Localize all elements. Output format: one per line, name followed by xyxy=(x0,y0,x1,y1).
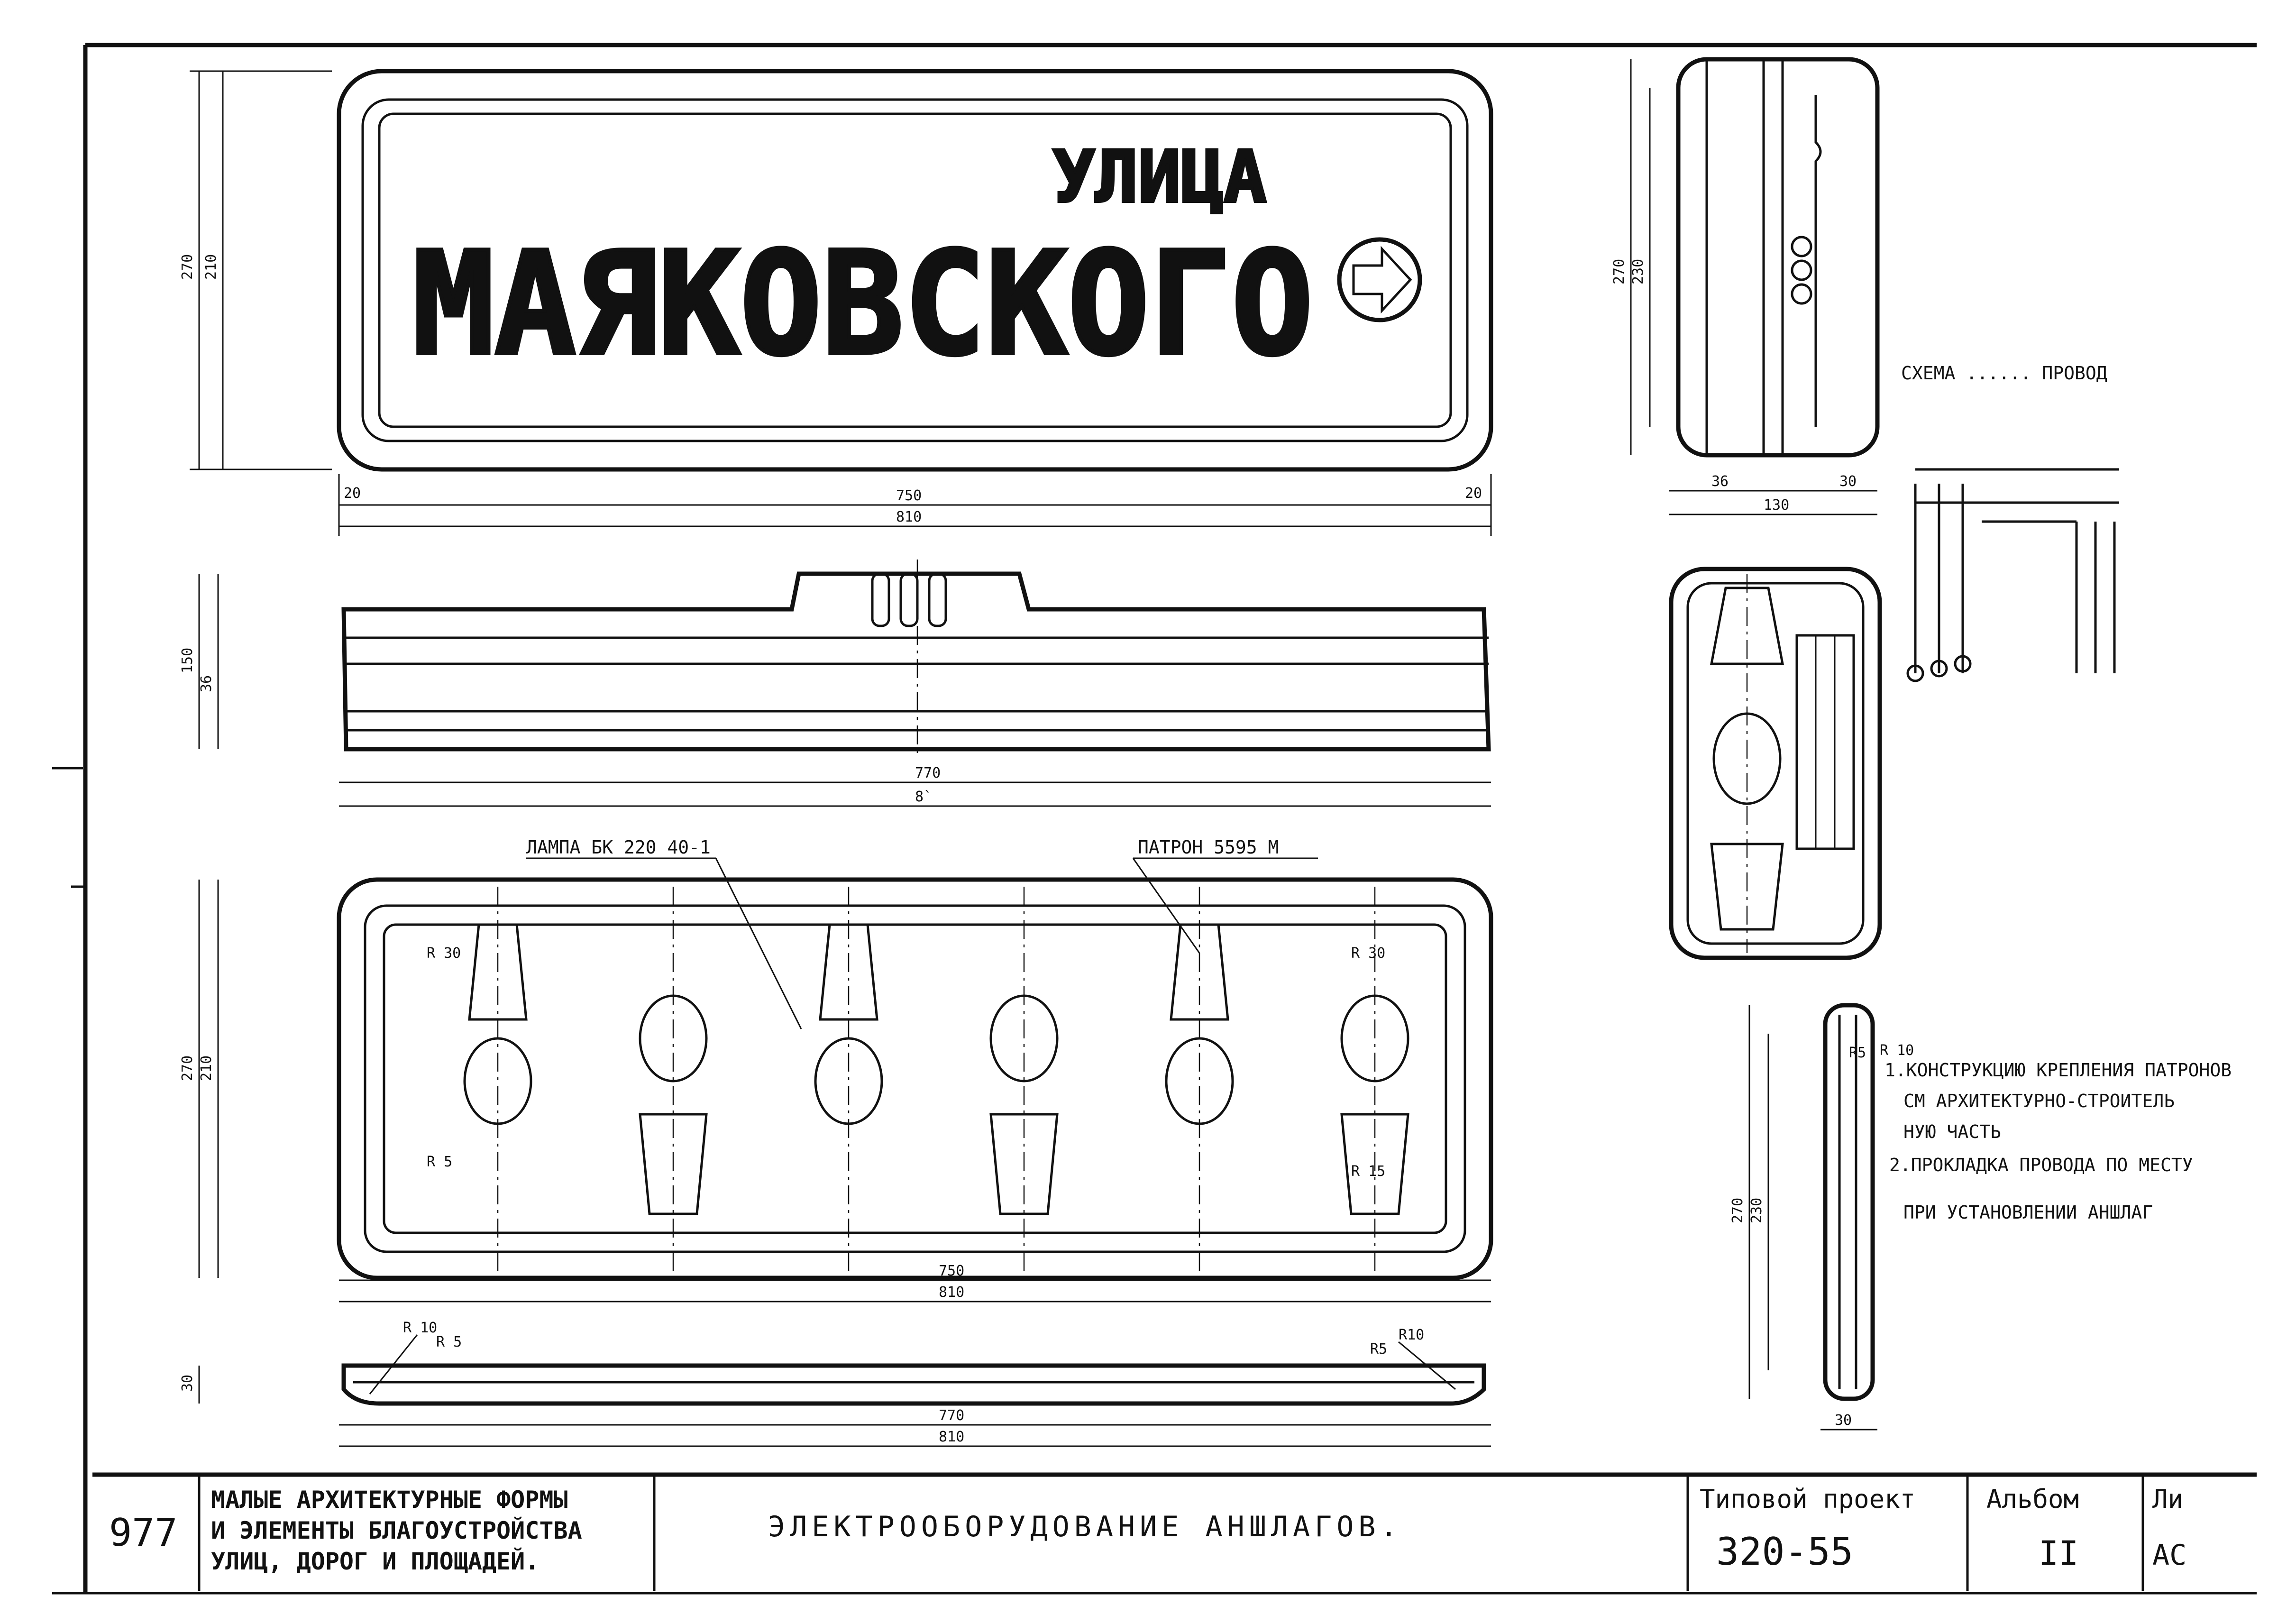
front-view-dimensions: 270 210 750 810 20 20 xyxy=(179,70,1492,536)
dim-rear-width-outer: 810 xyxy=(939,1284,964,1301)
note-1-line-3: НУЮ ЧАСТЬ xyxy=(1903,1121,2001,1142)
drawing-title: ЭЛЕКТРООБОРУДОВАНИЕ АНШЛАГОВ. xyxy=(768,1510,1402,1543)
dim-top-width-inner: 770 xyxy=(915,765,941,781)
dim-detail-height-inner: 230 xyxy=(1748,1198,1765,1223)
label-radius-5-left: R 5 xyxy=(436,1334,462,1350)
dim-bottom-height: 30 xyxy=(179,1375,196,1392)
dim-front-offset-left: 20 xyxy=(344,485,361,502)
dim-detail-width: 30 xyxy=(1835,1412,1852,1429)
rear-view-dimensions: 270 210 750 810 xyxy=(179,880,1491,1303)
wiring-scheme: СХЕМА ...... ПРОВОД xyxy=(1901,363,2119,682)
lamp-socket-icon xyxy=(639,887,708,1271)
lamp-socket-icon xyxy=(814,887,883,1271)
dim-bottom-width-inner: 770 xyxy=(939,1407,964,1424)
dim-rear-height-inner: 210 xyxy=(198,1055,215,1081)
label-radius-30-left: R 30 xyxy=(427,945,461,962)
label-radius-15: R 15 xyxy=(1351,1163,1385,1180)
dim-front-height-outer: 270 xyxy=(179,254,196,280)
dim-rear-width-inner: 750 xyxy=(939,1263,964,1279)
top-view: 150 36 770 8` xyxy=(179,560,1491,807)
project-number: 320-55 xyxy=(1716,1530,1853,1574)
album-label: Альбом xyxy=(1986,1484,2079,1514)
label-radius-30-right: R 30 xyxy=(1351,945,1385,962)
lamp-socket-icon xyxy=(1165,887,1234,1271)
project-label: Типовой проект xyxy=(1700,1484,1915,1514)
dim-side-height-outer: 270 xyxy=(1611,259,1628,284)
note-2-line-2: ПРИ УСТАНОВЛЕНИИ АНШЛАГ xyxy=(1903,1202,2153,1223)
side-view-dimensions: 270 230 36 30 130 xyxy=(1611,59,1877,515)
arrow-circle-icon xyxy=(1337,237,1422,322)
note-2-line-1: 2.ПРОКЛАДКА ПРОВОДА ПО МЕСТУ xyxy=(1889,1155,2193,1175)
title-block: 977 МАЛЫЕ АРХИТЕКТУРНЫЕ ФОРМЫ И ЭЛЕМЕНТЫ… xyxy=(92,1472,2257,1591)
dim-side-height-inner: 230 xyxy=(1630,259,1647,284)
dim-top-36: 36 xyxy=(198,675,215,692)
notes: 1.КОНСТРУКЦИЮ КРЕПЛЕНИЯ ПАТРОНОВ СМ АРХИ… xyxy=(1884,1060,2232,1223)
dim-rear-height-outer: 270 xyxy=(179,1055,196,1081)
label-radius-5: R 5 xyxy=(427,1154,452,1170)
bottom-view: R 10 R 5 R5 R10 30 770 810 xyxy=(179,1320,1491,1447)
lamp-socket-icon xyxy=(1340,887,1409,1271)
label-socket: ПАТРОН 5595 М xyxy=(1138,837,1279,858)
label-radius-10-right: R10 xyxy=(1399,1327,1424,1343)
series-title-line-1: МАЛЫЕ АРХИТЕКТУРНЫЕ ФОРМЫ xyxy=(211,1486,568,1514)
label-detail-radius-5: R5 xyxy=(1849,1045,1866,1061)
dim-top-height: 150 xyxy=(179,648,196,673)
note-1-line-2: СМ АРХИТЕКТУРНО-СТРОИТЕЛЬ xyxy=(1903,1091,2175,1111)
dim-front-height-inner: 210 xyxy=(203,254,220,280)
front-view-sign: УЛИЦА МАЯКОВСКОГО 270 210 750 810 20 20 xyxy=(179,69,1493,536)
bottom-view-dimensions: 30 770 810 xyxy=(179,1366,1491,1447)
wiring-scheme-title: СХЕМА ...... ПРОВОД xyxy=(1901,363,2107,384)
dim-side-30: 30 xyxy=(1839,473,1857,490)
lamp-socket-icon xyxy=(463,887,532,1271)
dim-side-36: 36 xyxy=(1711,473,1729,490)
profile-detail: R5 R 10 270 230 30 xyxy=(1729,1003,1914,1431)
side-section xyxy=(1669,567,1882,960)
terminal-block xyxy=(1795,634,1855,850)
series-title-line-2: И ЭЛЕМЕНТЫ БЛАГОУСТРОЙСТВА xyxy=(211,1516,582,1544)
label-radius-5-right: R5 xyxy=(1370,1341,1387,1358)
sheet-label: Ли xyxy=(2152,1484,2183,1514)
sign-word-big: МАЯКОВСКОГО xyxy=(412,221,1313,387)
album-number: II xyxy=(2039,1534,2078,1573)
sign-word-small: УЛИЦА xyxy=(1052,136,1267,219)
detail-dimensions: 270 230 30 xyxy=(1729,1005,1877,1431)
note-1-line-1: 1.КОНСТРУКЦИЮ КРЕПЛЕНИЯ ПАТРОНОВ xyxy=(1884,1060,2232,1081)
side-view: 270 230 36 30 130 xyxy=(1611,57,1880,515)
sheet-code: АС xyxy=(2152,1539,2186,1572)
label-lamp: ЛАМПА БК 220 40-1 xyxy=(526,837,711,858)
lamp-socket-icon xyxy=(989,887,1059,1271)
dim-front-width-inner: 750 xyxy=(896,487,922,504)
dim-detail-height-outer: 270 xyxy=(1729,1198,1746,1223)
series-title-line-3: УЛИЦ, ДОРОГ И ПЛОЩАДЕЙ. xyxy=(211,1547,539,1575)
top-view-dimensions: 150 36 770 8` xyxy=(179,574,1491,807)
dim-side-width: 130 xyxy=(1764,497,1789,514)
dim-bottom-width-outer: 810 xyxy=(939,1429,964,1445)
label-radius-10-left: R 10 xyxy=(403,1320,437,1336)
dim-front-offset-right: 20 xyxy=(1465,485,1482,502)
label-detail-radius-10: R 10 xyxy=(1880,1042,1914,1059)
dim-top-width-outer: 8` xyxy=(915,789,932,805)
dim-front-width-outer: 810 xyxy=(896,509,922,525)
rear-view-lamps: ЛАМПА БК 220 40-1 ПАТРОН 5595 М R 30 R 3… xyxy=(179,837,1493,1303)
sheet-frame xyxy=(52,43,2257,1595)
sheet-number: 977 xyxy=(109,1511,178,1555)
